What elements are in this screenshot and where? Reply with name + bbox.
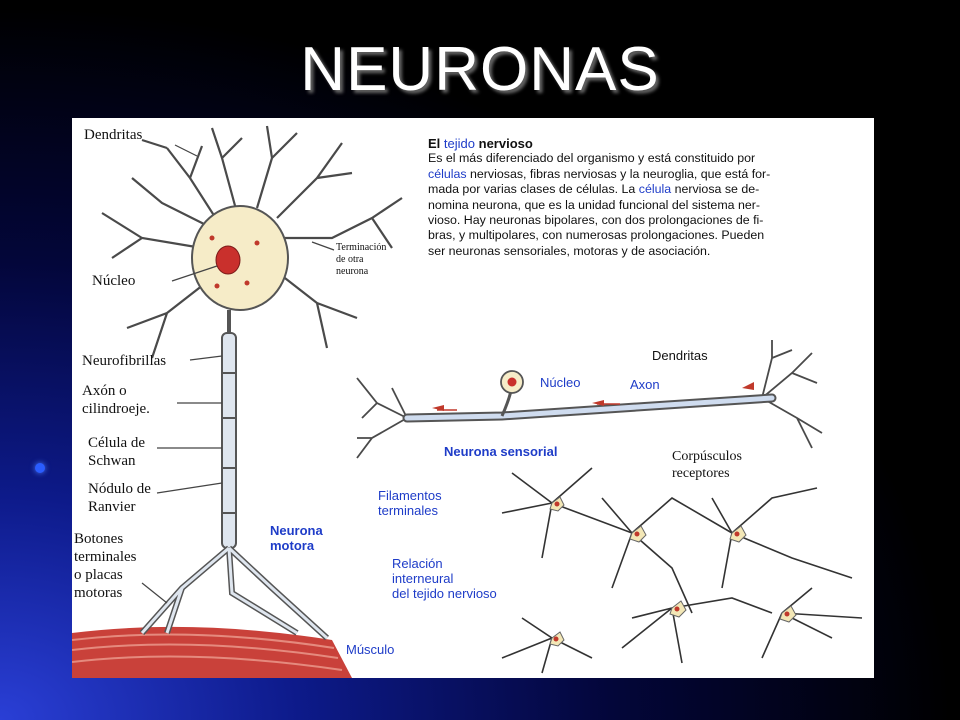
label-neurona-sensorial: Neurona sensorial <box>444 444 558 459</box>
text-title-link: tejido <box>443 136 475 151</box>
label-neurofibrillas: Neurofibrillas <box>82 353 167 369</box>
text-line: nomina neurona, que es la unidad funcion… <box>428 197 761 212</box>
description-text: El tejido nervioso Es el más diferenciad… <box>428 136 868 259</box>
sensory-neuron <box>356 340 823 459</box>
label-dendritas: Dendritas <box>84 127 143 143</box>
label-musculo: Músculo <box>346 642 395 657</box>
label-axon-sensory: Axon <box>630 377 660 392</box>
motor-dendrites <box>101 125 403 359</box>
text-line: bras, y multipolares, con numerosas prol… <box>428 228 765 243</box>
neuron-illustration <box>72 125 863 678</box>
text-title-prefix: El <box>428 136 441 151</box>
label-nucleo-sensory: Núcleo <box>540 375 581 390</box>
motor-nucleus <box>215 245 241 275</box>
label-dendritas-sensory: Dendritas <box>652 348 708 363</box>
text-line: ser neuronas sensoriales, motoras y de a… <box>428 243 711 258</box>
text-line: Es el más diferenciado del organismo y e… <box>428 151 756 166</box>
muscle-shape <box>72 626 352 678</box>
diagram-panel: El tejido nervioso Es el más diferenciad… <box>72 118 874 678</box>
text-line: células nerviosas, fibras nerviosas y la… <box>428 166 771 181</box>
text-line: vioso. Hay neuronas bipolares, con dos p… <box>428 213 764 228</box>
motor-axon <box>221 310 237 549</box>
interneural-network <box>501 467 863 674</box>
slide-title: NEURONAS <box>300 35 660 104</box>
text-title-bold: nervioso <box>478 136 533 151</box>
label-nucleo: Núcleo <box>92 273 136 289</box>
text-line: mada por varias clases de células. La cé… <box>428 182 760 197</box>
bullet-dot <box>35 463 45 473</box>
